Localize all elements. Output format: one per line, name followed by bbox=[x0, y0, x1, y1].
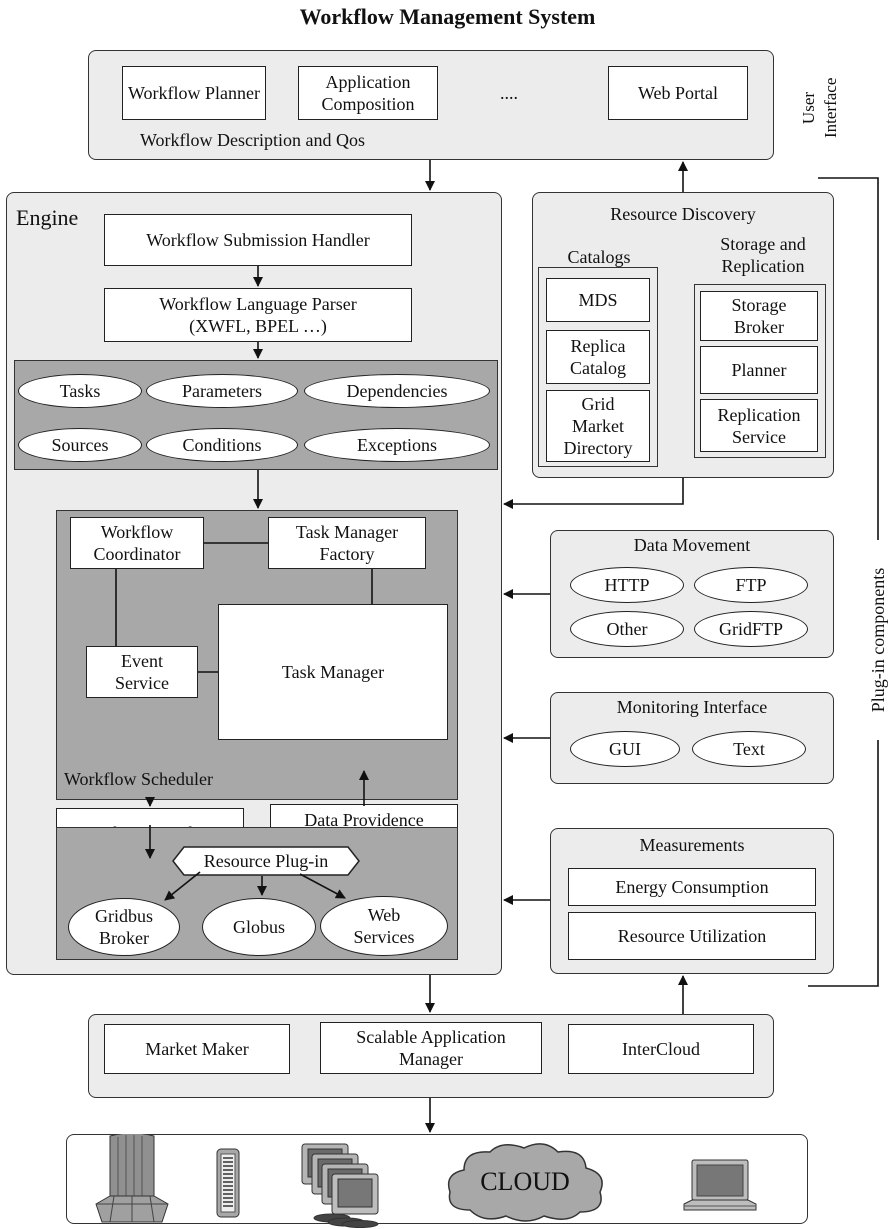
workflow-planner-box: Workflow Planner bbox=[122, 66, 266, 120]
parameters-oval: Parameters bbox=[146, 374, 298, 408]
replication-service-box: Replication Service bbox=[700, 399, 818, 452]
diagram-title: Workflow Management System bbox=[299, 4, 596, 29]
planner-box: Planner bbox=[700, 346, 818, 394]
mainframe-icon bbox=[95, 1134, 169, 1223]
resource-discovery-title: Resource Discovery bbox=[610, 204, 756, 224]
http-oval: HTTP bbox=[570, 567, 684, 603]
market-maker-box: Market Maker bbox=[104, 1024, 290, 1074]
server-rack-icon bbox=[216, 1148, 240, 1218]
dependencies-oval: Dependencies bbox=[304, 374, 490, 408]
conditions-oval: Conditions bbox=[146, 428, 298, 462]
workflow-language-parser-box: Workflow Language Parser (XWFL, BPEL …) bbox=[104, 288, 412, 342]
replica-catalog-box: Replica Catalog bbox=[546, 330, 650, 384]
intercloud-box: InterCloud bbox=[568, 1024, 754, 1074]
web-portal-box: Web Portal bbox=[608, 66, 748, 120]
exceptions-oval: Exceptions bbox=[304, 428, 490, 462]
engine-title: Engine bbox=[16, 205, 79, 230]
cloud-icon bbox=[447, 1143, 603, 1222]
tasks-oval: Tasks bbox=[18, 374, 142, 408]
task-manager-box: Task Manager bbox=[218, 604, 448, 740]
application-composition-box: Application Composition bbox=[298, 66, 438, 120]
measurements-title: Measurements bbox=[639, 835, 745, 855]
other-oval: Other bbox=[570, 611, 684, 647]
mds-box: MDS bbox=[546, 278, 650, 322]
ellipsis-text: .... bbox=[500, 83, 518, 103]
workflow-coordinator-box: Workflow Coordinator bbox=[70, 517, 204, 569]
event-service-box: Event Service bbox=[86, 646, 198, 698]
user-interface-side-label: User Interface bbox=[799, 77, 840, 138]
workflow-description-caption: Workflow Description and Qos bbox=[140, 130, 366, 150]
catalogs-label: Catalogs bbox=[567, 247, 631, 267]
monitoring-interface-title: Monitoring Interface bbox=[616, 697, 768, 717]
discovery-to-engine-arrow bbox=[503, 478, 684, 509]
data-movement-title: Data Movement bbox=[633, 535, 751, 555]
laptop-icon bbox=[683, 1159, 757, 1211]
globus-oval: Globus bbox=[202, 898, 316, 956]
ftp-oval: FTP bbox=[694, 567, 808, 603]
grid-market-directory-box: Grid Market Directory bbox=[546, 390, 650, 462]
desktop-cluster-icon bbox=[301, 1143, 379, 1228]
plugin-components-label-overlay: Plug-in components bbox=[868, 567, 888, 713]
cloud-label: CLOUD bbox=[480, 1167, 570, 1196]
energy-consumption-box: Energy Consumption bbox=[568, 868, 816, 906]
resource-plugin-octagon bbox=[172, 846, 360, 876]
storage-replication-label: Storage and Replication bbox=[720, 234, 806, 276]
catalogs-group bbox=[538, 267, 658, 467]
resource-plugin-label: Resource Plug-in bbox=[203, 851, 329, 871]
text-oval: Text bbox=[692, 731, 806, 767]
scalable-application-manager-box: Scalable Application Manager bbox=[320, 1022, 542, 1074]
gridftp-oval: GridFTP bbox=[694, 611, 808, 647]
workflow-scheduler-label: Workflow Scheduler bbox=[64, 769, 214, 789]
gridbus-broker-oval: Gridbus Broker bbox=[68, 898, 180, 956]
task-manager-factory-box: Task Manager Factory bbox=[268, 517, 426, 569]
gui-oval: GUI bbox=[570, 731, 680, 767]
resource-utilization-box: Resource Utilization bbox=[568, 912, 816, 960]
web-services-oval: Web Services bbox=[320, 896, 448, 956]
sources-oval: Sources bbox=[18, 428, 142, 462]
workflow-submission-handler-box: Workflow Submission Handler bbox=[104, 214, 412, 266]
storage-broker-box: Storage Broker bbox=[700, 291, 818, 341]
